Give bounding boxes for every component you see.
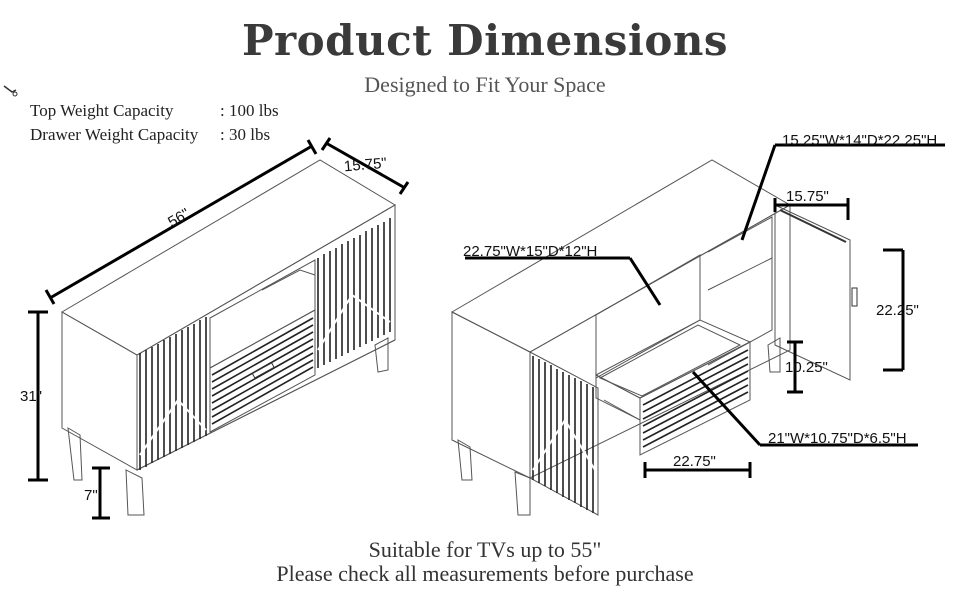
sideboard-open-view bbox=[450, 159, 858, 516]
right-door-slats bbox=[317, 218, 391, 368]
open-drawer bbox=[594, 319, 752, 456]
left-dimension-lines bbox=[28, 137, 410, 520]
open-right-door bbox=[774, 204, 858, 381]
legs bbox=[457, 337, 781, 516]
spec-label: Top Weight Capacity bbox=[30, 101, 174, 120]
page-subtitle: Designed to Fit Your Space bbox=[364, 72, 606, 97]
leg-height-label: 7" bbox=[84, 487, 98, 504]
drawer-weight-capacity: Drawer Weight Capacity : 30 lbs bbox=[30, 125, 270, 145]
drawer-interior-label: 21"W*10.75"D*6.5"H bbox=[768, 430, 907, 447]
spec-value: : 30 lbs bbox=[220, 125, 271, 144]
center-opening-label: 22.75"W*15"D*12"H bbox=[463, 243, 597, 260]
open-left-door bbox=[529, 351, 599, 516]
width-label: 56" bbox=[165, 205, 193, 231]
sideboard-front-view bbox=[61, 159, 396, 516]
cabinet-interior-label: 15.25"W*14"D*22.25"H bbox=[782, 132, 937, 149]
page-title: Product Dimensions bbox=[241, 16, 729, 65]
spec-value: : 100 lbs bbox=[220, 101, 279, 120]
measurement-note: Please check all measurements before pur… bbox=[276, 561, 694, 586]
left-door-slats bbox=[139, 317, 207, 470]
door-depth-label: 15.75" bbox=[786, 188, 829, 205]
door-height-label: 22.25" bbox=[876, 302, 919, 319]
height-label: 31" bbox=[20, 388, 42, 405]
corner-mark-icon bbox=[3, 85, 18, 97]
top-weight-capacity: Top Weight Capacity : 100 lbs bbox=[30, 101, 279, 121]
spec-label: Drawer Weight Capacity bbox=[30, 125, 199, 144]
drawer-width-label: 22.75" bbox=[673, 453, 716, 470]
right-dimension-lines bbox=[465, 143, 945, 478]
tv-compatibility-note: Suitable for TVs up to 55" bbox=[368, 537, 602, 562]
legs bbox=[67, 337, 389, 516]
depth-label: 15.75" bbox=[343, 155, 387, 176]
center-drawer bbox=[209, 309, 316, 433]
shelf-height-label: 10.25" bbox=[785, 359, 828, 376]
